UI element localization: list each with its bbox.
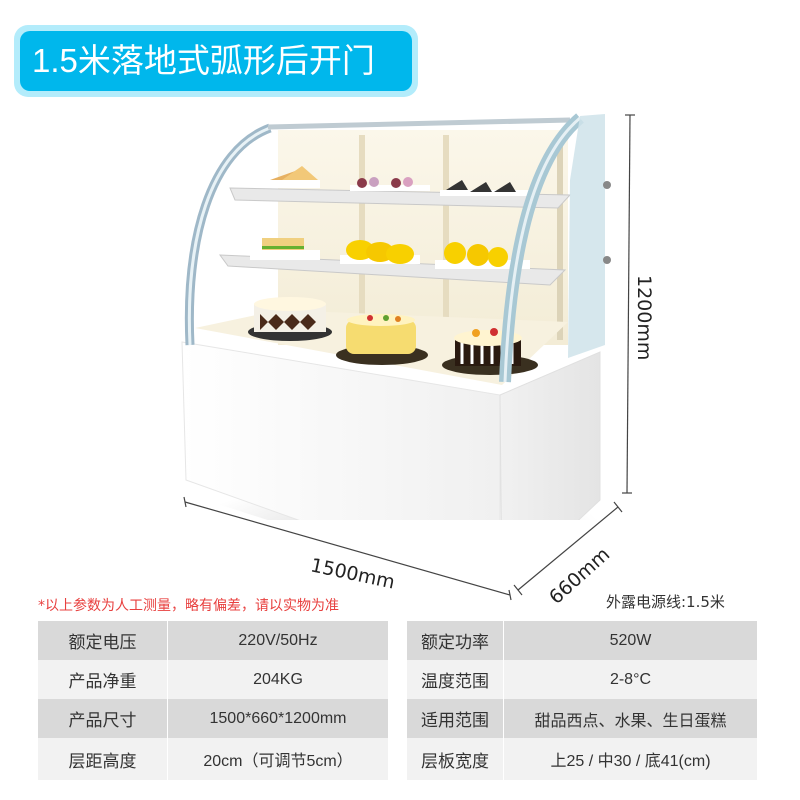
spec-row: 产品尺寸 1500*660*1200mm [38, 699, 388, 738]
width-dimension-label: 1500mm [308, 554, 397, 594]
spec-row: 层板宽度 上25 / 中30 / 底41(cm) [407, 738, 757, 780]
spec-value: 甜品西点、水果、生日蛋糕 [534, 712, 727, 730]
spec-value: 2-8°C [609, 670, 652, 688]
spec-key: 产品净重 [38, 660, 168, 699]
spec-table-left: 额定电压 220V/50Hz 产品净重 204KG 产品尺寸 1500*660*… [38, 621, 388, 780]
spec-key: 适用范围 [407, 699, 504, 738]
spec-key: 额定电压 [38, 621, 168, 660]
spec-row: 适用范围 甜品西点、水果、生日蛋糕 [407, 699, 757, 738]
spec-key: 温度范围 [407, 660, 504, 699]
spec-row: 温度范围 2-8°C [407, 660, 757, 699]
measurement-disclaimer: *以上参数为人工测量，略有偏差，请以实物为准 [38, 598, 339, 614]
spec-row: 产品净重 204KG [38, 660, 388, 699]
spec-value: 220V/50Hz [238, 631, 318, 649]
spec-value: 1500*660*1200mm [209, 709, 347, 727]
spec-key: 层板宽度 [407, 738, 504, 780]
page-title: 1.5米落地式弧形后开门 [20, 31, 412, 91]
spec-value: 20cm（可调节5cm） [203, 753, 353, 770]
spec-row: 额定电压 220V/50Hz [38, 621, 388, 660]
spec-key: 产品尺寸 [38, 699, 168, 738]
title-badge: 1.5米落地式弧形后开门 [14, 25, 418, 97]
spec-key: 额定功率 [407, 621, 504, 660]
spec-row: 层距高度 20cm（可调节5cm） [38, 738, 388, 780]
spec-row: 额定功率 520W [407, 621, 757, 660]
spec-value: 上25 / 中30 / 底41(cm) [550, 753, 711, 770]
spec-value: 204KG [253, 670, 303, 688]
depth-dimension-label: 660mm [545, 543, 615, 609]
spec-key: 层距高度 [38, 738, 168, 780]
spec-value: 520W [609, 631, 652, 649]
power-cable-length: 外露电源线:1.5米 [606, 593, 725, 611]
product-image [150, 100, 650, 520]
height-dimension-label: 1200mm [633, 275, 655, 361]
spec-table-right: 额定功率 520W 温度范围 2-8°C 适用范围 甜品西点、水果、生日蛋糕 层… [407, 621, 757, 780]
